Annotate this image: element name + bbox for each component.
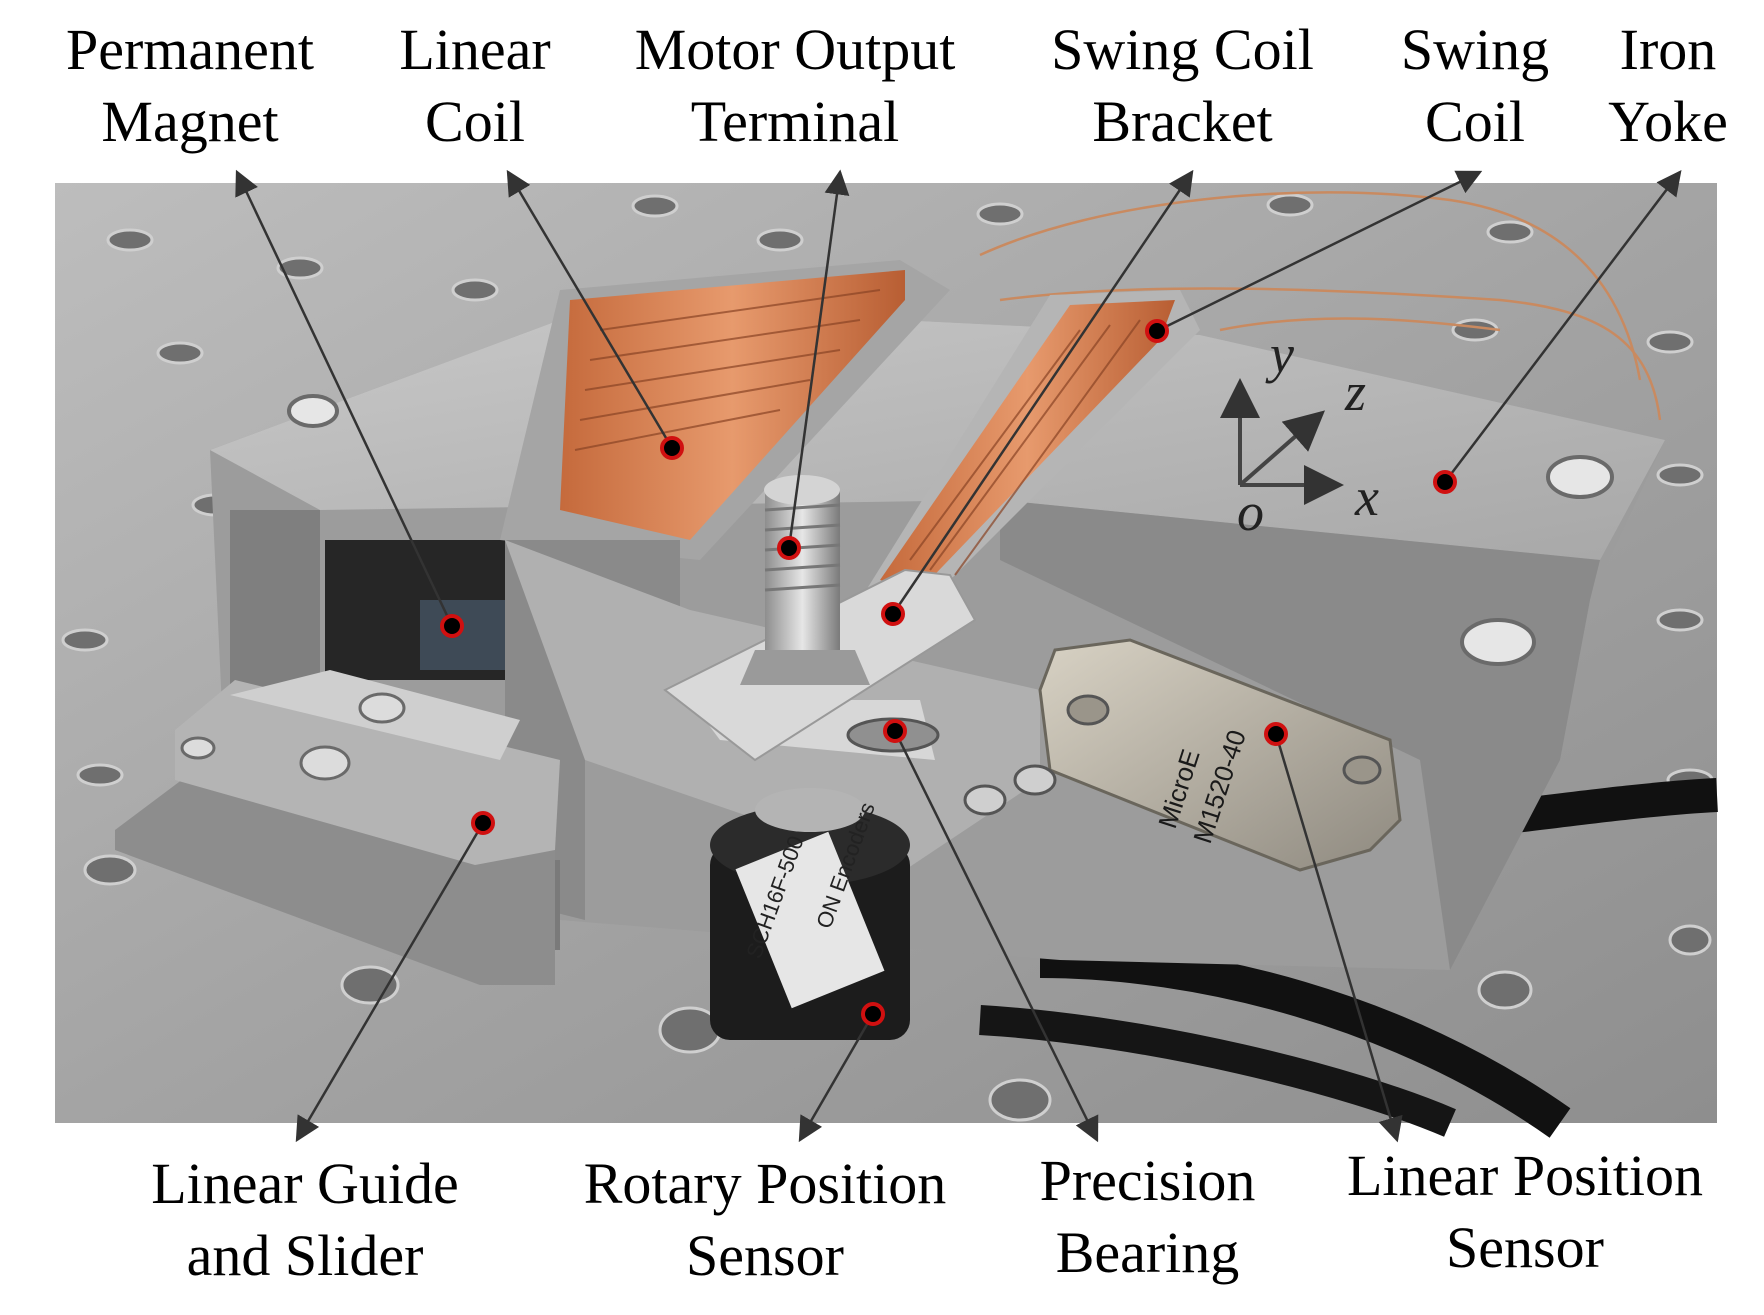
label-linear-guide-slider-line2: and Slider bbox=[186, 1223, 424, 1288]
axis-y-label: y bbox=[1265, 324, 1294, 384]
coil-lead-wires bbox=[979, 191, 1662, 421]
coordinate-axes bbox=[1220, 378, 1344, 505]
leader-arrows bbox=[235, 169, 1682, 1143]
label-linear-coil-line2: Coil bbox=[425, 89, 525, 154]
label-permanent-magnet: Permanent Magnet bbox=[20, 14, 360, 158]
axis-z-label: z bbox=[1344, 362, 1366, 422]
label-swing-coil-line2: Coil bbox=[1425, 89, 1525, 154]
leader-iron-yoke bbox=[1444, 170, 1682, 483]
label-permanent-magnet-line1: Permanent bbox=[65, 17, 315, 82]
marker-linear-coil bbox=[660, 436, 684, 460]
label-iron-yoke-line1: Iron bbox=[1619, 17, 1717, 82]
marker-iron-yoke bbox=[1433, 470, 1457, 494]
marker-linear-position-sensor bbox=[1264, 722, 1288, 746]
label-rotary-position-sensor: Rotary Position Sensor bbox=[530, 1148, 1000, 1292]
leader-precision-bearing bbox=[893, 730, 1099, 1143]
markers bbox=[440, 319, 1457, 1026]
marker-linear-guide-slider bbox=[471, 811, 495, 835]
label-motor-output-terminal-line2: Terminal bbox=[690, 89, 900, 154]
output-terminal-bolt bbox=[740, 475, 870, 685]
label-motor-output-terminal: Motor Output Terminal bbox=[585, 14, 1005, 158]
leader-motor-output-terminal bbox=[787, 169, 850, 549]
label-swing-coil-bracket-line2: Bracket bbox=[1092, 89, 1273, 154]
leader-swing-coil bbox=[1156, 170, 1483, 333]
label-iron-yoke-line2: Yoke bbox=[1608, 89, 1728, 154]
marker-swing-coil-bracket bbox=[881, 602, 905, 626]
marker-permanent-magnet bbox=[440, 614, 464, 638]
leader-swing-coil-bracket bbox=[891, 169, 1194, 615]
label-linear-position-sensor: Linear Position Sensor bbox=[1295, 1140, 1755, 1284]
label-linear-position-sensor-line1: Linear Position bbox=[1346, 1143, 1703, 1208]
label-linear-coil: Linear Coil bbox=[375, 14, 575, 158]
leader-linear-guide-slider bbox=[295, 822, 485, 1143]
marker-motor-output-terminal bbox=[777, 536, 801, 560]
axis-x-label: x bbox=[1354, 467, 1379, 527]
leader-permanent-magnet bbox=[235, 169, 454, 627]
linear-position-sensor-part: MicroE M1520-40 bbox=[1038, 638, 1402, 872]
label-linear-guide-slider-line1: Linear Guide bbox=[151, 1151, 459, 1216]
label-swing-coil-bracket: Swing Coil Bracket bbox=[1010, 14, 1355, 158]
axis-origin-label: o bbox=[1237, 482, 1264, 542]
swing-coil-assembly bbox=[860, 290, 1200, 610]
label-swing-coil-line1: Swing bbox=[1400, 17, 1550, 82]
label-rotary-position-sensor-line2: Sensor bbox=[686, 1223, 844, 1288]
label-swing-coil: Swing Coil bbox=[1370, 14, 1580, 158]
label-linear-coil-line1: Linear bbox=[399, 17, 551, 82]
label-precision-bearing-line2: Bearing bbox=[1055, 1220, 1240, 1285]
label-motor-output-terminal-line1: Motor Output bbox=[634, 17, 956, 82]
leader-rotary-position-sensor bbox=[798, 1013, 875, 1143]
marker-rotary-position-sensor bbox=[861, 1002, 885, 1026]
label-linear-position-sensor-line2: Sensor bbox=[1446, 1215, 1604, 1280]
label-precision-bearing-line1: Precision bbox=[1039, 1148, 1256, 1213]
rotary-encoder: SCH16F-500 ON Encoders bbox=[710, 788, 910, 1040]
label-precision-bearing: Precision Bearing bbox=[1000, 1145, 1295, 1289]
label-swing-coil-bracket-line1: Swing Coil bbox=[1051, 17, 1314, 82]
marker-swing-coil bbox=[1145, 319, 1169, 343]
label-rotary-position-sensor-line1: Rotary Position bbox=[583, 1151, 947, 1216]
leader-linear-coil bbox=[506, 169, 674, 449]
label-permanent-magnet-line2: Magnet bbox=[101, 89, 279, 154]
marker-precision-bearing bbox=[883, 719, 907, 743]
label-iron-yoke: Iron Yoke bbox=[1578, 14, 1758, 158]
linear-guide bbox=[115, 670, 560, 985]
label-linear-guide-slider: Linear Guide and Slider bbox=[100, 1148, 510, 1292]
leader-linear-position-sensor bbox=[1274, 733, 1403, 1143]
